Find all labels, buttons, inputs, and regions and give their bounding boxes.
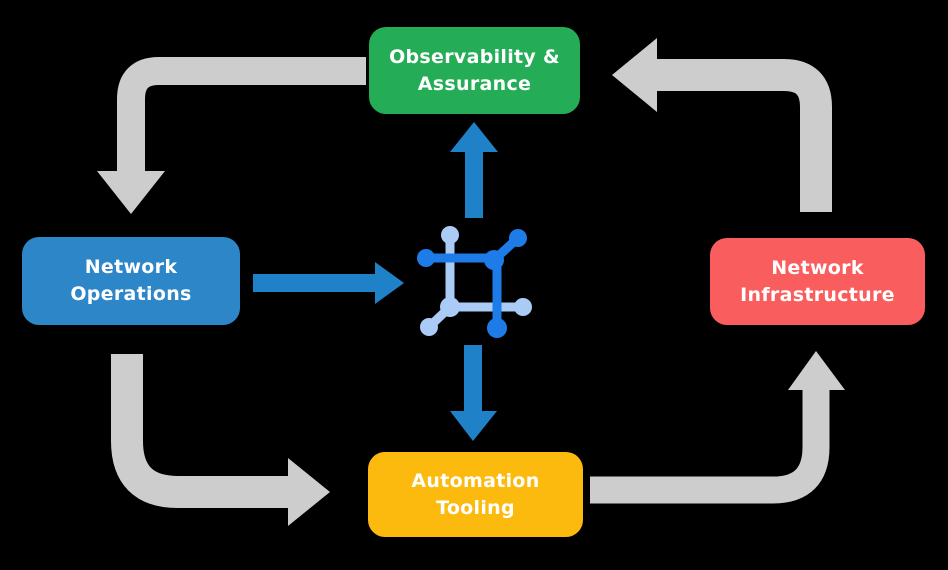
automation-tooling-label: Automation Tooling xyxy=(411,469,540,519)
arrow-tooling-to-infrastructure xyxy=(590,351,845,504)
network-operations-box: Network Operations xyxy=(22,237,240,325)
arrow-center-to-tooling xyxy=(450,345,497,441)
arrow-center-to-observability xyxy=(450,122,498,218)
network-operations-label: Network Operations xyxy=(70,256,192,305)
arrow-observability-to-operations xyxy=(97,57,366,214)
network-mesh-icon xyxy=(417,226,532,338)
observability-assurance-label: Observability & Assurance xyxy=(389,45,560,95)
automation-tooling-box: Automation Tooling xyxy=(368,452,583,537)
network-infrastructure-label: Network Infrastructure xyxy=(740,256,895,306)
network-mesh-icon-light-branches xyxy=(420,226,532,336)
arrow-infrastructure-to-observability xyxy=(612,38,832,212)
network-mesh-icon-dark-branches xyxy=(417,229,527,338)
network-infrastructure-box: Network Infrastructure xyxy=(710,238,925,325)
arrow-operations-to-center xyxy=(253,262,404,304)
observability-assurance-box: Observability & Assurance xyxy=(369,27,580,114)
arrow-operations-to-tooling xyxy=(111,354,330,526)
